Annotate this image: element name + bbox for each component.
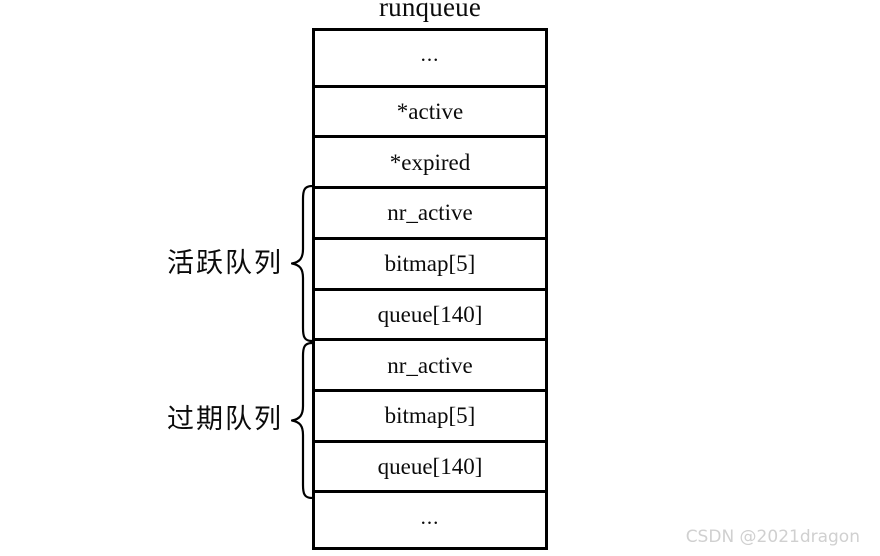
field-label: nr_active (387, 352, 473, 378)
table-row: queue[140] (315, 290, 545, 342)
field-label: queue[140] (377, 453, 483, 479)
runqueue-struct-table: ... *active *expired nr_active bitmap[5]… (312, 28, 548, 550)
page-title: runqueue (378, 0, 482, 22)
table-row: ... (315, 493, 545, 548)
field-label: nr_active (387, 200, 473, 226)
table-row: *expired (315, 138, 545, 190)
table-row: ... (315, 31, 545, 88)
field-label: ... (420, 42, 440, 67)
table-row: *active (315, 87, 545, 139)
field-label: bitmap[5] (384, 251, 476, 277)
watermark: CSDN @2021dragon (685, 527, 860, 547)
table-row: nr_active (315, 189, 545, 240)
field-label: bitmap[5] (384, 403, 476, 429)
field-label: queue[140] (377, 301, 483, 327)
field-label: *expired (389, 149, 471, 175)
table-row: nr_active (315, 341, 545, 392)
table-row: bitmap[5] (315, 391, 545, 443)
group-label-active-queue: 活跃队列 (167, 248, 283, 279)
field-label: *active (396, 99, 464, 125)
curly-brace-left-icon (291, 185, 313, 342)
curly-brace-left-icon (291, 342, 313, 499)
table-row: bitmap[5] (315, 239, 545, 291)
group-label-expired-queue: 过期队列 (167, 404, 283, 435)
field-label: ... (420, 504, 440, 529)
table-row: queue[140] (315, 442, 545, 494)
